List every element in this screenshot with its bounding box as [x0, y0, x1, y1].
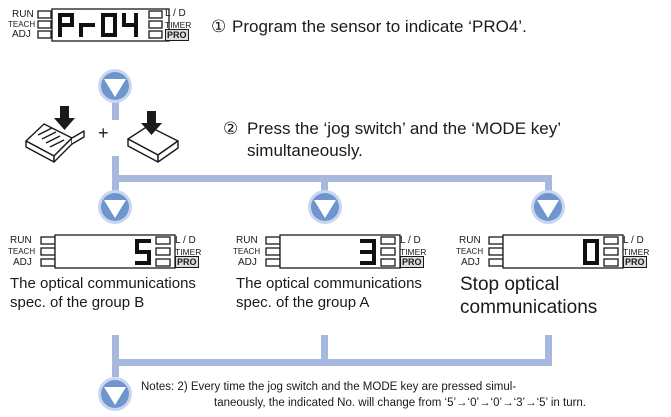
digit-segment	[58, 13, 62, 25]
down-arrow-icon	[98, 190, 132, 224]
plus-sign: +	[98, 123, 109, 143]
display-panel-stop	[488, 234, 624, 269]
digit-segment	[134, 25, 138, 37]
group-a-caption: The optical communications spec. of the …	[236, 275, 422, 311]
digit-segment	[101, 25, 105, 37]
digit-segment	[595, 252, 599, 265]
down-arrow-icon	[531, 190, 565, 224]
run-label: RUN	[236, 235, 258, 246]
digit-segment	[360, 261, 376, 265]
press-arrow-icon	[54, 106, 75, 130]
digit-segment	[101, 13, 117, 17]
teach-label: TEACH	[8, 20, 36, 29]
run-label: RUN	[12, 9, 34, 20]
digit-segment	[113, 25, 117, 37]
step-1-text: Program the sensor to indicate ‘PRO4’.	[232, 17, 527, 36]
notes-line-1: Notes: 2) Every time the jog switch and …	[141, 381, 517, 393]
jog-switch-icon	[25, 123, 85, 163]
top-display-digits	[58, 13, 138, 37]
digit-segment	[79, 23, 95, 27]
digit-segment	[135, 239, 151, 243]
pro-label: PRO	[175, 256, 199, 268]
digit-segment	[583, 252, 587, 265]
digit-segment	[58, 25, 62, 37]
down-arrow-icon	[308, 190, 342, 224]
group-b-caption: The optical communications spec. of the …	[10, 275, 196, 311]
adj-label: ADJ	[238, 257, 257, 268]
digit-segment	[122, 13, 126, 25]
digit-segment	[101, 33, 117, 37]
teach-label: TEACH	[8, 247, 36, 256]
step-2-line1: Press the ‘jog switch’ and the ‘MODE key…	[247, 119, 561, 138]
timer-label: TIMER	[175, 247, 202, 257]
digit-segment	[360, 239, 376, 243]
pro-label: PRO	[400, 256, 424, 268]
adj-label: ADJ	[13, 257, 32, 268]
timer-label: TIMER	[165, 20, 192, 30]
digit-segment	[583, 261, 599, 265]
run-label: RUN	[10, 235, 32, 246]
ld-label: L / D	[165, 8, 186, 19]
teach-label: TEACH	[456, 247, 484, 256]
digit-segment	[135, 239, 139, 252]
adj-label: ADJ	[12, 29, 31, 40]
digit-segment	[360, 250, 376, 254]
digit-segment	[122, 23, 138, 27]
digit-segment	[372, 239, 376, 252]
teach-label: TEACH	[233, 247, 261, 256]
digit-segment	[583, 239, 599, 243]
digit-segment	[372, 252, 376, 265]
timer-label: TIMER	[400, 247, 427, 257]
display-panel-group-b	[40, 234, 176, 269]
pro-label: PRO	[623, 256, 647, 268]
stop-caption: Stop optical communications	[460, 274, 598, 318]
ld-label: L / D	[175, 235, 196, 246]
timer-label: TIMER	[623, 247, 650, 257]
display-panel-group-a	[265, 234, 401, 269]
digit-segment	[70, 13, 74, 25]
digit-segment	[79, 25, 83, 37]
digit-segment	[113, 13, 117, 25]
group-display-digits	[135, 239, 599, 265]
run-label: RUN	[459, 235, 481, 246]
step-2-line2: simultaneously.	[247, 141, 363, 160]
digit-segment	[58, 23, 74, 27]
pro-label: PRO	[165, 29, 189, 41]
adj-label: ADJ	[461, 257, 480, 268]
digit-segment	[135, 250, 151, 254]
step-2-number: ②	[223, 119, 239, 138]
notes-line-2: taneously, the indicated No. will change…	[214, 397, 587, 409]
digit-segment	[135, 261, 151, 265]
digit-segment	[101, 13, 105, 25]
digit-segment	[595, 239, 599, 252]
ld-label: L / D	[400, 235, 421, 246]
digit-segment	[147, 252, 151, 265]
down-arrow-icon	[98, 69, 132, 103]
down-arrow-icon	[98, 377, 132, 411]
digit-segment	[583, 239, 587, 252]
mode-key-icon	[127, 125, 179, 163]
digit-segment	[58, 13, 74, 17]
step-1-number: ①	[211, 17, 227, 36]
press-arrow-icon	[141, 111, 162, 135]
ld-label: L / D	[623, 235, 644, 246]
digit-segment	[134, 13, 138, 25]
